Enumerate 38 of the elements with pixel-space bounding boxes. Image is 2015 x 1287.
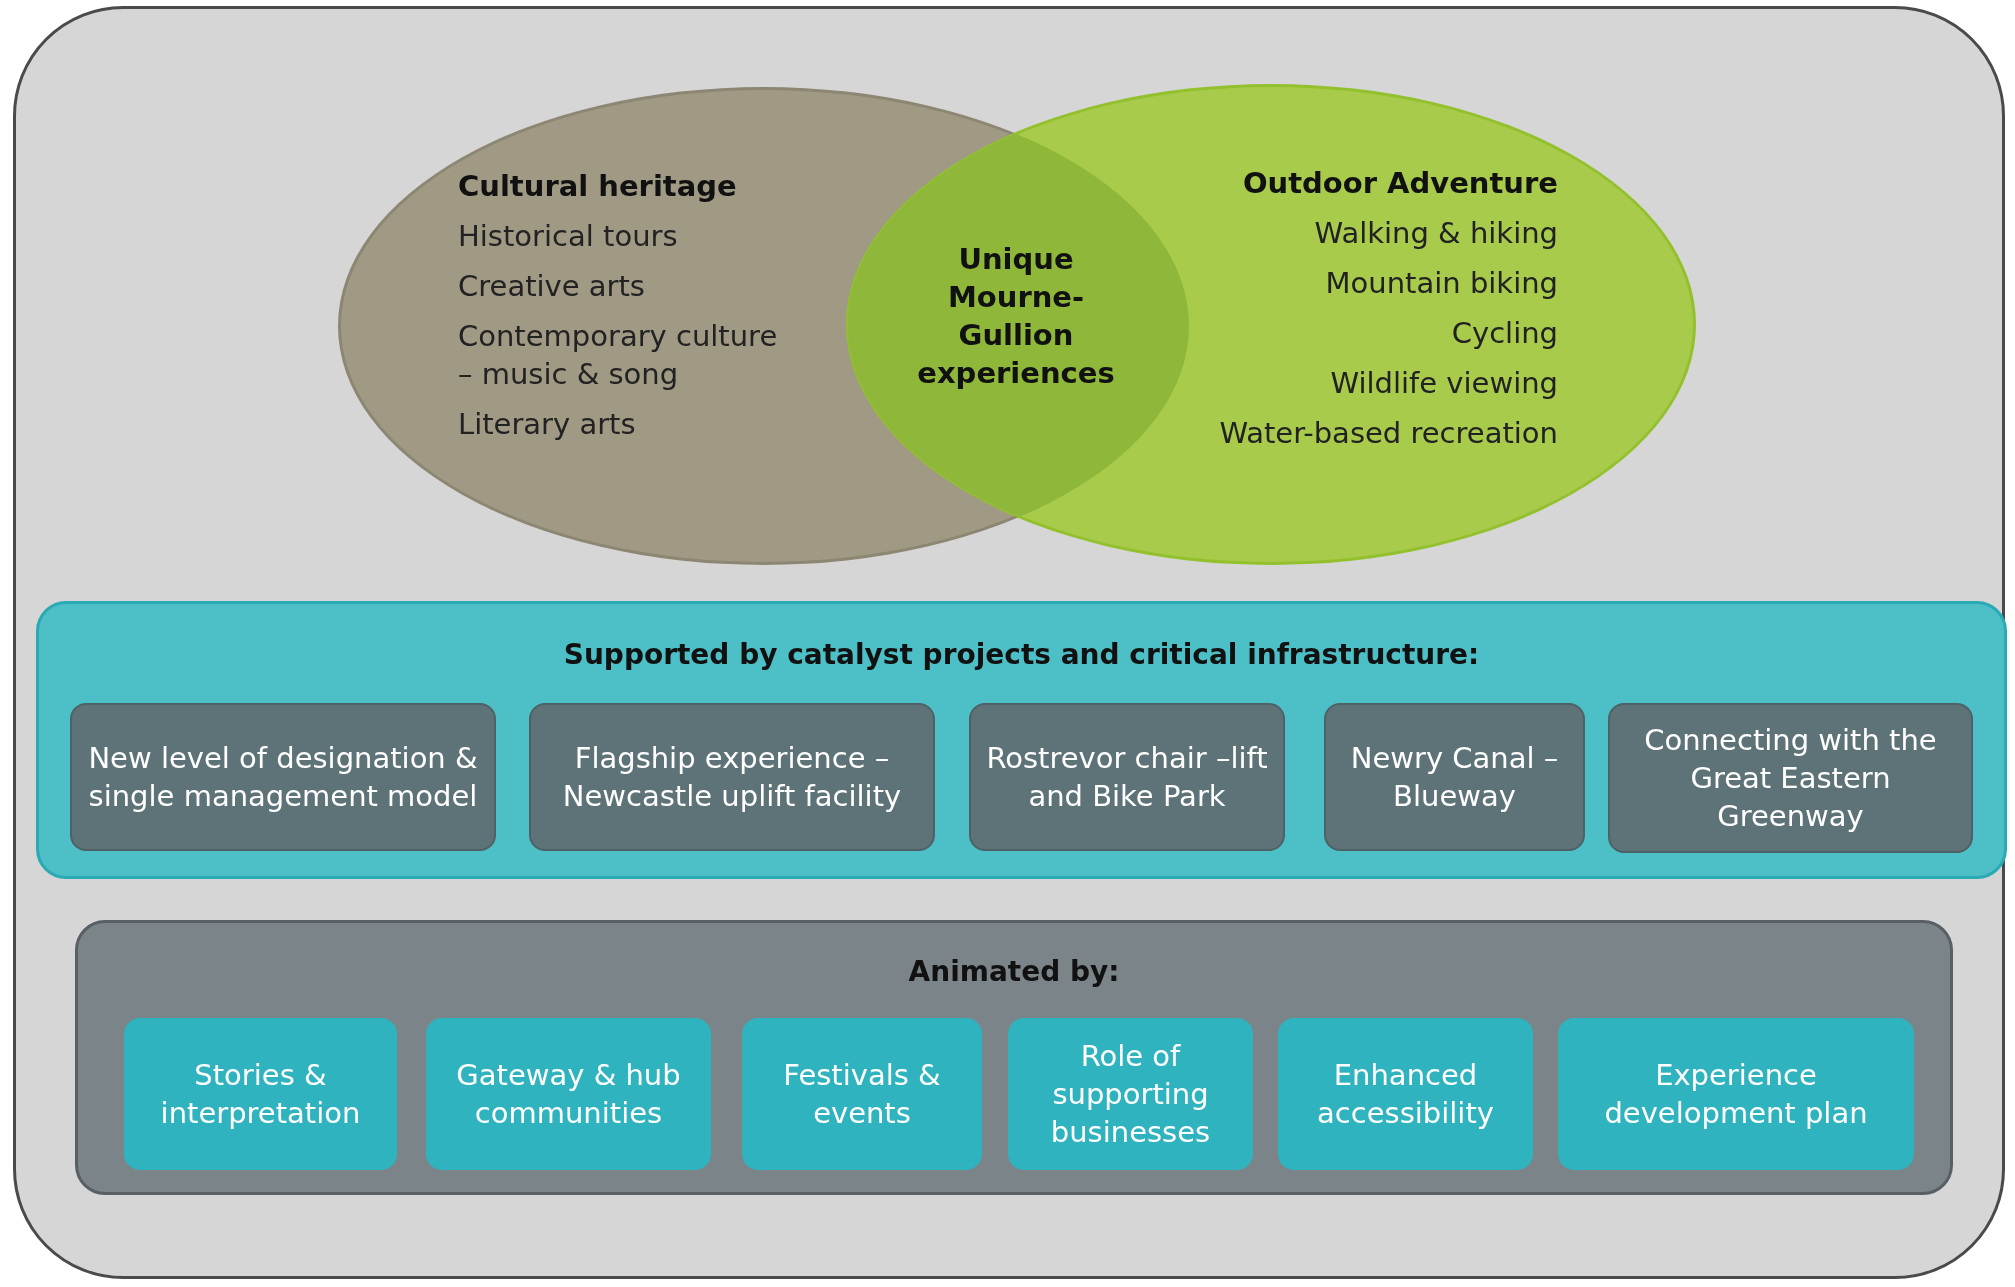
list-item: Historical tours <box>458 218 679 255</box>
list-item: Mountain biking <box>1324 265 1558 302</box>
box-text: Festivals & events <box>782 1057 942 1132</box>
box-text: Stories & interpretation <box>159 1057 362 1132</box>
text-box <box>70 703 496 851</box>
list-item: Literary arts <box>458 406 637 443</box>
band-panel <box>75 920 1953 1195</box>
box-text: Enhanced accessibility <box>1316 1057 1495 1132</box>
text-box <box>742 1018 982 1170</box>
band-title: Animated by: <box>907 955 1121 988</box>
heading: Cultural heritage <box>458 168 738 205</box>
text-box <box>1608 703 1973 853</box>
text-box <box>1008 1018 1253 1170</box>
box-text: Flagship experience – Newcastle uplift facility <box>561 740 903 815</box>
text-box <box>124 1018 397 1170</box>
text-box <box>529 703 935 851</box>
list-item: Walking & hiking <box>1313 215 1558 252</box>
list-item: Wildlife viewing <box>1329 365 1558 402</box>
box-text: Gateway & hub communities <box>455 1057 682 1132</box>
box-text: New level of designation & single management model <box>87 740 479 815</box>
text-box <box>969 703 1285 851</box>
band-panel <box>36 601 2007 879</box>
list-item: Cycling <box>1450 315 1558 352</box>
band-title: Supported by catalyst projects and critical infrastructure: <box>562 638 1481 671</box>
heading: Unique Mourne-Gullion experiences <box>916 241 1116 392</box>
text-box <box>1324 703 1585 851</box>
list-item: Contemporary culture – music & song <box>458 318 779 393</box>
text-box <box>1558 1018 1914 1170</box>
box-text: Rostrevor chair –lift and Bike Park <box>985 740 1269 815</box>
box-text: Role of supporting businesses <box>1049 1038 1212 1151</box>
list-item: Water-based recreation <box>1218 415 1558 452</box>
box-text: Connecting with the Great Eastern Greenway <box>1643 722 1938 835</box>
box-text: Experience development plan <box>1603 1057 1869 1132</box>
heading: Outdoor Adventure <box>1241 165 1558 202</box>
text-box <box>1278 1018 1533 1170</box>
box-text: Newry Canal – Blueway <box>1349 740 1560 815</box>
text-box <box>426 1018 711 1170</box>
list-item: Creative arts <box>458 268 646 305</box>
